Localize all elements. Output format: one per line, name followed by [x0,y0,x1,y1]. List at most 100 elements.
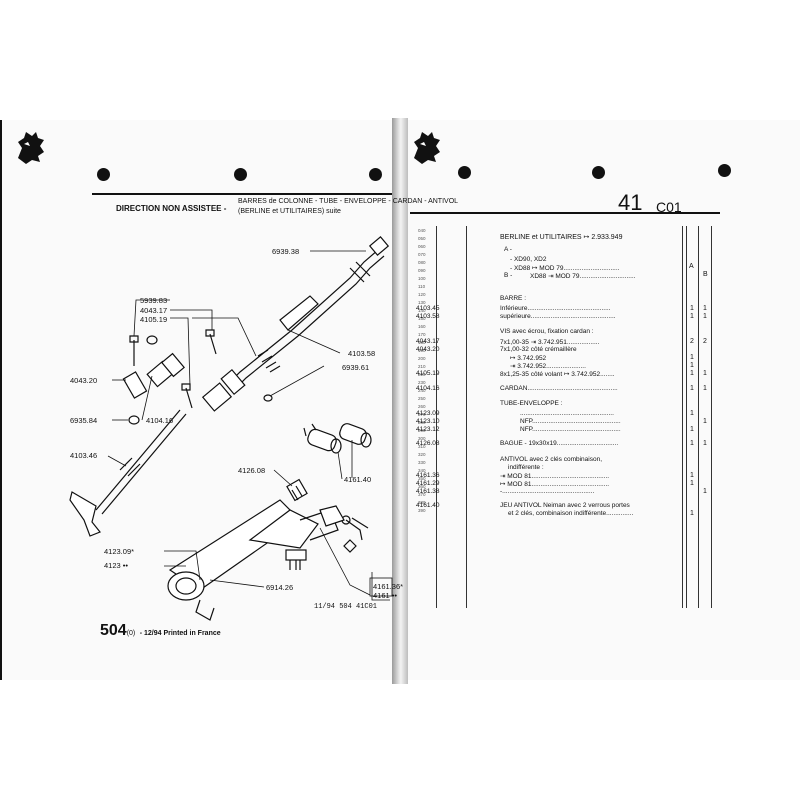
row-number: 380 [418,500,426,505]
ref-4161-36: 4161.36 [416,472,440,479]
diagram-code: 11/94 504 41C01 [314,603,378,611]
lower-shaft [95,409,187,515]
label-6939-38: 6939.38 [272,247,300,256]
row-number: 070 [418,252,426,257]
barre-heading: BARRE : [500,295,527,302]
qty-a: 1 [690,480,694,487]
qty-a: 1 [690,510,694,517]
qty-b: 1 [703,385,707,392]
qty-b: 1 [703,305,707,312]
universal-joint-lower [122,352,185,399]
upper-shaft [227,249,379,385]
ref-4123-10: 4123.10 [416,418,440,425]
label-4126-08: 4126.08 [238,466,266,475]
xd90-line: - XD90, XD2 [510,256,547,263]
row-number: 150 [418,316,426,321]
row-number: 370 [418,492,426,497]
qty-a: 1 [690,410,694,417]
footer-text: - 12/94 Printed in France [139,630,221,637]
top-rule-left [92,193,392,195]
tube-heading: TUBE-ENVELOPPE : [500,400,563,407]
ref-4043-20: 4043.20 [416,346,440,353]
ref-4161-40: 4161.40 [416,502,440,509]
row-number: 340 [418,468,426,473]
row-number: 280 [418,420,426,425]
label-6914-26: 6914.26 [266,583,294,592]
lion-logo-icon [18,132,44,164]
vis2: 7x1,00-32 côté crémaillère [500,346,577,353]
row-number: 060 [418,244,426,249]
subtitle-line1: BARRES de COLONNE - TUBE - ENVELOPPE - C… [238,198,459,205]
row-number: 170 [418,332,426,337]
dash-line: -.......................................… [500,488,595,495]
jeu-antivol: JEU ANTIVOL Neiman avec 2 verrous portes [500,502,630,509]
label-6935-84: 6935.84 [70,416,98,425]
qty-b: 1 [703,488,707,495]
binder-hole [97,168,110,181]
engine-b-prefix: B - [504,272,513,279]
label-6939-61: 6939.61 [342,363,370,372]
bolt [205,329,217,355]
label-4123: 4123 •• [104,561,129,570]
top-rule-right [410,212,720,214]
label-4103-46: 4103.46 [70,451,98,460]
row-number: 130 [418,300,426,305]
mod81a: ⇥ MOD 81................................… [500,473,610,480]
row-number: 220 [418,372,426,377]
vis-heading: VIS avec écrou, fixation cardan : [500,328,594,335]
vis3: 8x1,25-35 côté volant ↦ 3.742.952.......… [500,371,615,378]
qty-a: 1 [690,370,694,377]
spring [257,349,281,373]
ref-4103-45: 4103.45 [416,305,440,312]
bolt [181,383,193,409]
row-number: 320 [418,452,426,457]
table-rule [436,226,437,608]
row-number: 240 [418,388,426,393]
row-number: 290 [418,428,426,433]
leader-lines [107,250,393,601]
footer: 504(0) - 12/94 Printed in France [100,622,221,640]
section-title: DIRECTION NON ASSISTEE - [116,204,227,213]
a-col: A [689,263,694,270]
binder-hole [592,166,605,179]
ref-4103-58: 4103.58 [416,313,440,320]
binder-hole [234,168,247,181]
label-4105-19: 4105.19 [140,315,168,324]
row-number: 140 [418,308,426,313]
qty-b: 2 [703,338,707,345]
binder-hole [369,168,382,181]
qty-a: 1 [690,362,694,369]
bague: BAGUE - 19x30x19........................… [500,440,619,447]
row-number: 160 [418,324,426,329]
ref-4161-38: 4161.38 [416,488,440,495]
xd88-b-line: XD88 ⇥ MOD 79...........................… [530,273,636,280]
qty-a: 1 [690,440,694,447]
label-4123-09: 4123.09* [104,547,135,556]
label-4161: 4161 •• [373,591,398,600]
page-code: C01 [656,199,682,215]
row-number: 180 [418,340,426,345]
universal-joint [201,368,246,412]
table-rule [698,226,699,608]
label-4161-36: 4161.36* [373,582,404,591]
ref-4123-12: 4123.12 [416,426,440,433]
row-number: 260 [418,404,426,409]
ref-4104-16: 4104.16 [416,385,440,392]
label-4104-16: 4104.16 [146,416,174,425]
shaft-nut [368,236,390,256]
lock-barrel [307,423,372,454]
row-number: 190 [418,348,426,353]
qty-a: 1 [690,313,694,320]
row-number: 040 [418,228,426,233]
row-number: 310 [418,444,426,449]
label-4103-58: 4103.58 [348,349,376,358]
antivol-heading-2: indifférente : [508,464,544,471]
mod81b: ↦ MOD 81................................… [500,481,610,488]
qty-b: 1 [703,418,707,425]
table-rule [711,226,712,608]
row-number: 390 [418,508,426,513]
antivol-heading: ANTIVOL avec 2 clés combinaison, [500,456,602,463]
binder-hole [458,166,471,179]
table-rule [466,226,467,608]
vis2c: ⇥ 3.742.952...................... [510,363,586,370]
